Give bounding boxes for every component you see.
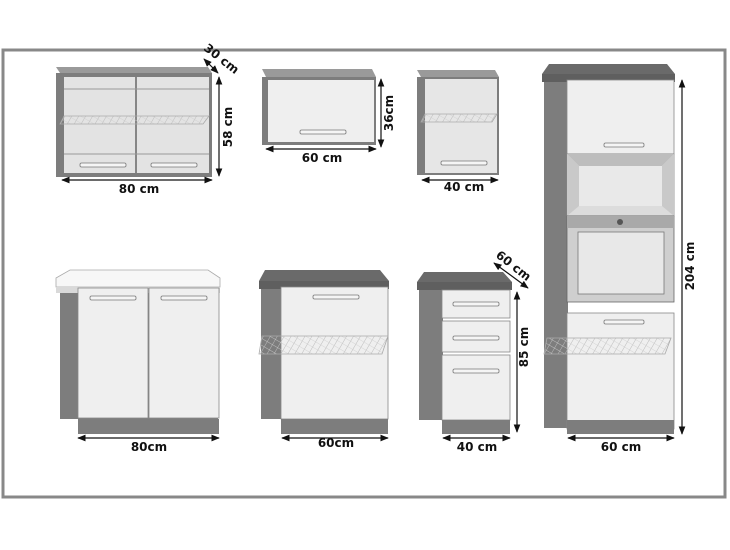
dim-wall-80-width: 80 cm bbox=[119, 182, 160, 196]
drawer-cabinet-40 bbox=[417, 272, 512, 434]
base-cabinet-80 bbox=[55, 269, 221, 434]
wall-cabinet-60 bbox=[262, 69, 376, 145]
dim-tall-height: 204 cm bbox=[683, 242, 697, 291]
tall-oven-cabinet bbox=[542, 64, 675, 434]
dim-wall-80-height: 58 cm bbox=[221, 107, 235, 148]
dim-tall-width: 60 cm bbox=[601, 440, 642, 454]
dim-base-60-width: 60cm bbox=[318, 436, 354, 450]
wall-cabinet-80 bbox=[56, 67, 212, 177]
dim-drawer-40-height: 85 cm bbox=[517, 327, 531, 368]
dim-drawer-40-width: 40 cm bbox=[457, 440, 498, 454]
dim-wall-60-width: 60 cm bbox=[302, 151, 343, 165]
dim-wall-40-width: 40 cm bbox=[444, 180, 485, 194]
dim-wall-60-height: 36cm bbox=[382, 95, 396, 131]
base-cabinet-60 bbox=[258, 270, 389, 434]
dim-base-80-width: 80cm bbox=[131, 440, 167, 454]
wall-cabinet-40 bbox=[417, 70, 499, 175]
